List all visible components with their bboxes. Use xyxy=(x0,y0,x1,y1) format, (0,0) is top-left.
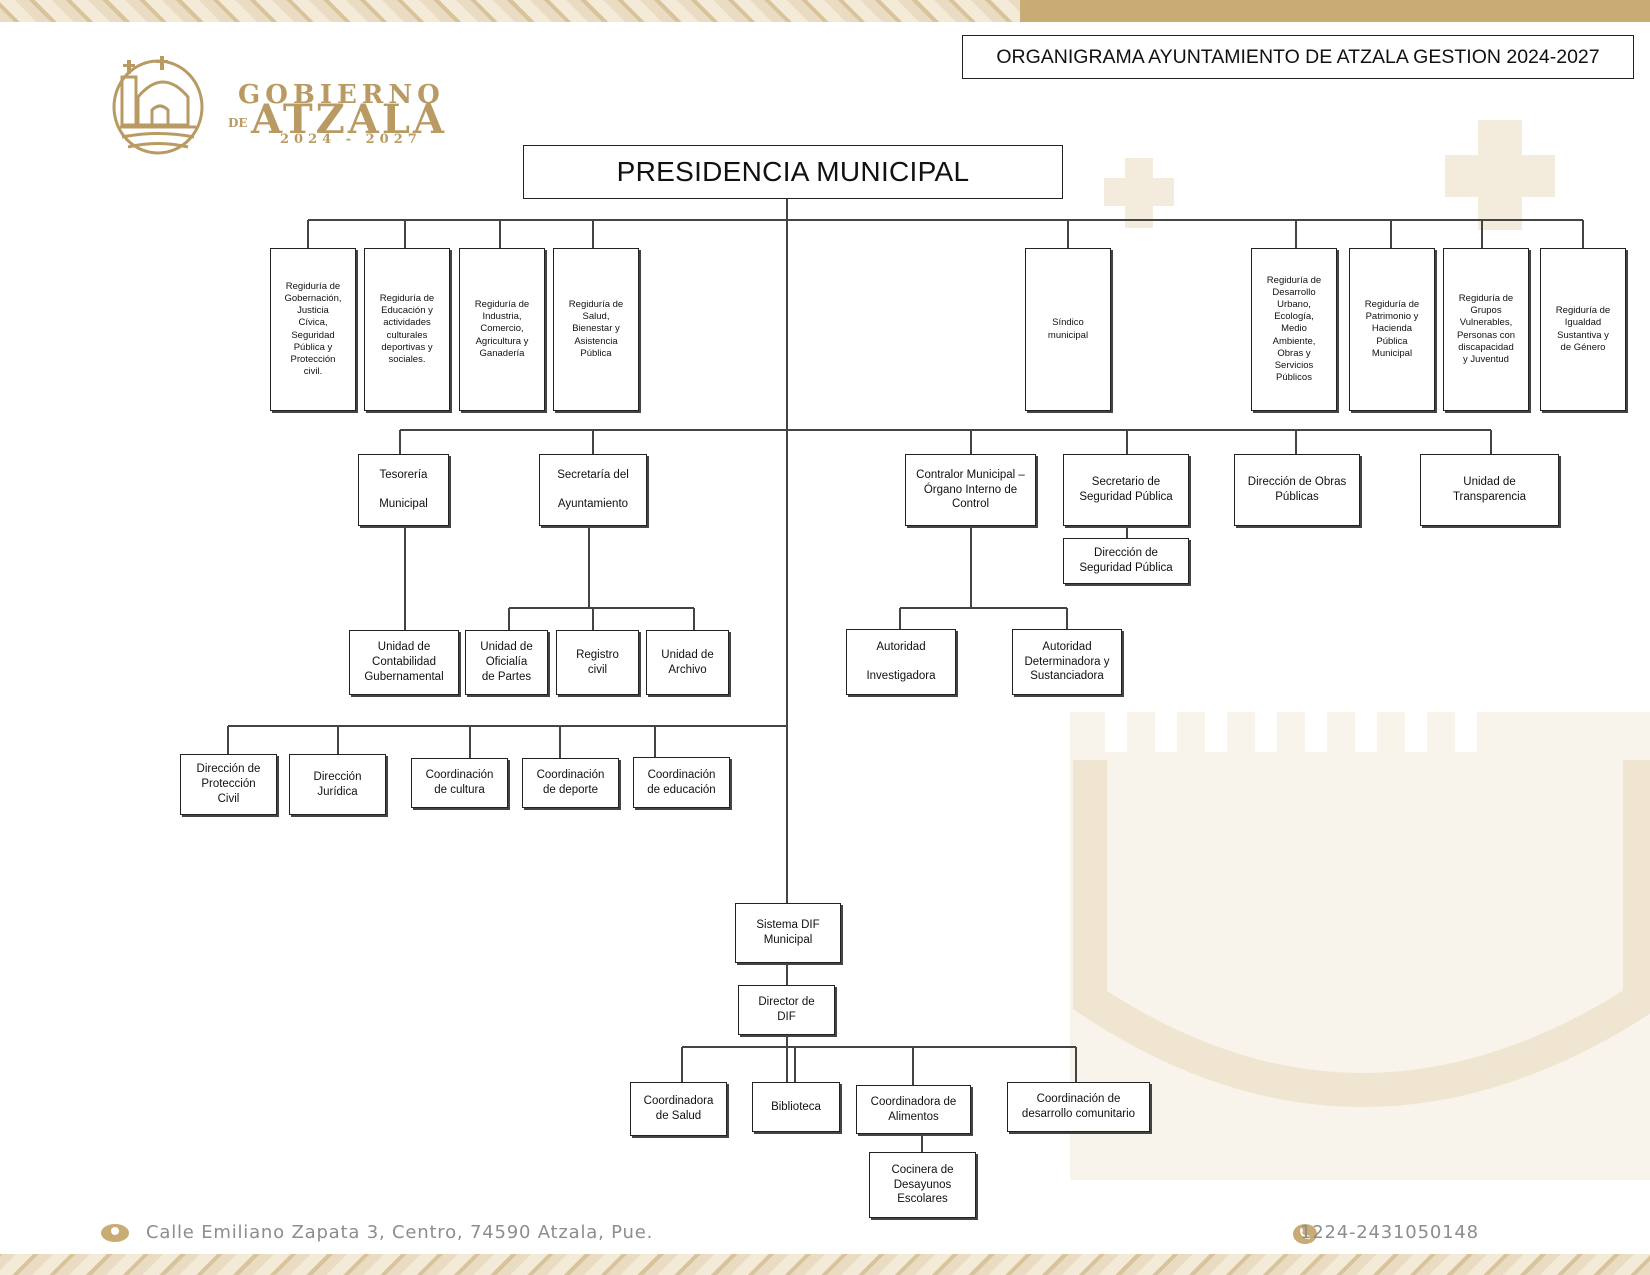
bottom-decorative-band xyxy=(0,1254,1650,1275)
direccion-juridica-box: Dirección Jurídica xyxy=(289,754,386,815)
regiduria-desarrollo-urbano-box: Regiduría de Desarrollo Urbano, Ecología… xyxy=(1251,248,1337,411)
sistema-dif-box: Sistema DIF Municipal xyxy=(735,903,841,963)
logo-word-atzala: ATZALA xyxy=(251,96,448,143)
logo-years: 2024 - 2027 xyxy=(280,132,422,147)
coordinadora-salud-box: Coordinadora de Salud xyxy=(630,1082,727,1136)
direccion-obras-box: Dirección de Obras Públicas xyxy=(1234,454,1360,526)
top-gold-band xyxy=(1020,0,1650,22)
coordinacion-deporte-box: Coordinación de deporte xyxy=(522,758,619,808)
footer-address: Calle Emiliano Zapata 3, Centro, 74590 A… xyxy=(146,1222,654,1243)
registro-civil-box: Registro civil xyxy=(556,630,639,695)
gobierno-atzala-logo: GOBIERNO DE ATZALA 2024 - 2027 xyxy=(108,52,468,162)
unidad-oficialia-box: Unidad de Oficialía de Partes xyxy=(465,630,548,695)
autoridad-investigadora-box: Autoridad Investigadora xyxy=(846,629,956,695)
regiduria-grupos-vulnerables-box: Regiduría de Grupos Vulnerables, Persona… xyxy=(1443,248,1529,411)
unidad-transparencia-box: Unidad de Transparencia xyxy=(1420,454,1559,526)
location-pin-icon xyxy=(101,1224,129,1242)
coordinacion-educacion-box: Coordinación de educación xyxy=(633,757,730,808)
logo-word-gobierno: GOBIERNO xyxy=(238,80,445,110)
direccion-proteccion-civil-box: Dirección de Protección Civil xyxy=(180,754,277,815)
presidencia-municipal-box: PRESIDENCIA MUNICIPAL xyxy=(523,145,1063,199)
contralor-municipal-box: Contralor Municipal – Órgano Interno de … xyxy=(905,454,1036,526)
regiduria-patrimonio-box: Regiduría de Patrimonio y Hacienda Públi… xyxy=(1349,248,1435,411)
phone-icon xyxy=(1293,1224,1317,1244)
coordinadora-alimentos-box: Coordinadora de Alimentos xyxy=(856,1085,971,1134)
unidad-archivo-box: Unidad de Archivo xyxy=(646,630,729,695)
logo-word-de: DE xyxy=(228,116,248,130)
church-seal-icon xyxy=(112,56,204,155)
unidad-contabilidad-box: Unidad de Contabilidad Gubernamental xyxy=(349,630,459,695)
regiduria-gobernacion-box: Regiduría de Gobernación, Justicia Cívic… xyxy=(270,248,356,411)
sindico-municipal-box: Síndico municipal xyxy=(1025,248,1111,411)
regiduria-industria-box: Regiduría de Industria, Comercio, Agricu… xyxy=(459,248,545,411)
footer-phone: 1224-2431050148 xyxy=(1300,1222,1479,1243)
secretario-seguridad-box: Secretario de Seguridad Pública xyxy=(1063,454,1189,526)
coordinacion-desarrollo-comunitario-box: Coordinación de desarrollo comunitario xyxy=(1007,1082,1150,1132)
coordinacion-cultura-box: Coordinación de cultura xyxy=(411,758,508,808)
regiduria-educacion-box: Regiduría de Educación y actividades cul… xyxy=(364,248,450,411)
autoridad-determinadora-box: Autoridad Determinadora y Sustanciadora xyxy=(1012,629,1122,695)
biblioteca-box: Biblioteca xyxy=(752,1082,840,1132)
page-title: ORGANIGRAMA AYUNTAMIENTO DE ATZALA GESTI… xyxy=(962,35,1634,79)
regiduria-salud-box: Regiduría de Salud, Bienestar y Asistenc… xyxy=(553,248,639,411)
direccion-seguridad-box: Dirección de Seguridad Pública xyxy=(1063,538,1189,584)
regiduria-igualdad-box: Regiduría de Igualdad Sustantiva y de Gé… xyxy=(1540,248,1626,411)
cocinera-desayunos-box: Cocinera de Desayunos Escolares xyxy=(869,1152,976,1218)
director-dif-box: Director de DIF xyxy=(738,985,835,1035)
tesoreria-municipal-box: Tesorería Municipal xyxy=(358,454,449,526)
secretaria-ayuntamiento-box: Secretaría del Ayuntamiento xyxy=(539,454,647,526)
